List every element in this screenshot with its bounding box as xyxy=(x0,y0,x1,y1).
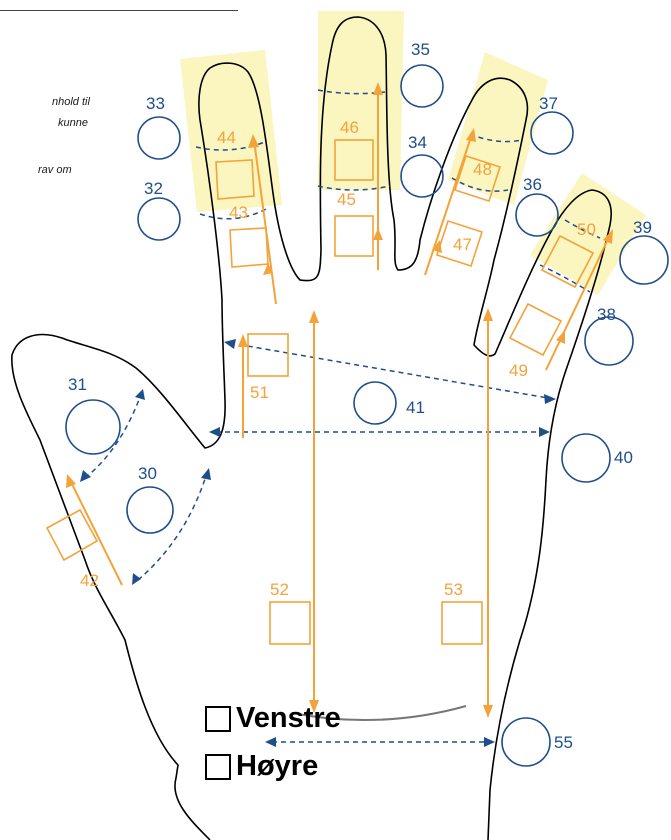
square-49 xyxy=(510,304,561,355)
venstre-checkbox[interactable] xyxy=(205,706,231,732)
circle-55 xyxy=(502,718,550,766)
square-51 xyxy=(248,334,288,376)
option-venstre[interactable]: Venstre xyxy=(205,702,341,735)
label-45: 45 xyxy=(337,190,356,209)
square-45 xyxy=(335,216,373,256)
circle-39 xyxy=(620,236,668,284)
label-41: 41 xyxy=(406,398,425,417)
label-49: 49 xyxy=(509,361,528,380)
circle-32 xyxy=(138,198,180,240)
circle-36 xyxy=(516,194,558,236)
label-34: 34 xyxy=(408,133,427,152)
venstre-label: Venstre xyxy=(236,702,341,735)
label-43: 43 xyxy=(229,203,248,222)
label-30: 30 xyxy=(138,464,157,483)
label-53: 53 xyxy=(444,580,463,599)
circle-34 xyxy=(401,155,443,197)
label-33: 33 xyxy=(146,94,165,113)
circle-41 xyxy=(354,382,396,424)
label-40: 40 xyxy=(614,448,633,467)
highlight-middle xyxy=(318,11,404,190)
hoyre-label: Høyre xyxy=(236,750,318,783)
circle-37 xyxy=(531,112,573,154)
option-hoyre[interactable]: Høyre xyxy=(205,750,318,783)
label-37: 37 xyxy=(539,94,558,113)
label-51: 51 xyxy=(250,383,269,402)
label-50: 50 xyxy=(577,220,596,239)
circle-38 xyxy=(585,317,633,365)
label-44: 44 xyxy=(217,128,236,147)
label-46: 46 xyxy=(340,118,359,137)
label-32: 32 xyxy=(144,179,163,198)
label-42: 42 xyxy=(80,571,99,590)
circle-31 xyxy=(66,400,120,454)
label-48: 48 xyxy=(473,160,492,179)
square-52 xyxy=(270,602,310,644)
label-47: 47 xyxy=(453,235,472,254)
label-39: 39 xyxy=(633,218,652,237)
circle-30 xyxy=(127,487,173,533)
hoyre-checkbox[interactable] xyxy=(205,754,231,780)
label-55: 55 xyxy=(554,733,573,752)
label-31: 31 xyxy=(68,375,87,394)
circle-35 xyxy=(401,65,443,107)
square-43 xyxy=(230,228,268,267)
label-36: 36 xyxy=(523,175,542,194)
square-53 xyxy=(442,602,482,644)
circle-33 xyxy=(138,117,180,159)
label-35: 35 xyxy=(411,40,430,59)
blue-arrowheads xyxy=(80,339,556,747)
label-52: 52 xyxy=(270,580,289,599)
blue-measure-lines xyxy=(85,343,548,742)
circle-40 xyxy=(562,434,610,482)
label-38: 38 xyxy=(597,305,616,324)
